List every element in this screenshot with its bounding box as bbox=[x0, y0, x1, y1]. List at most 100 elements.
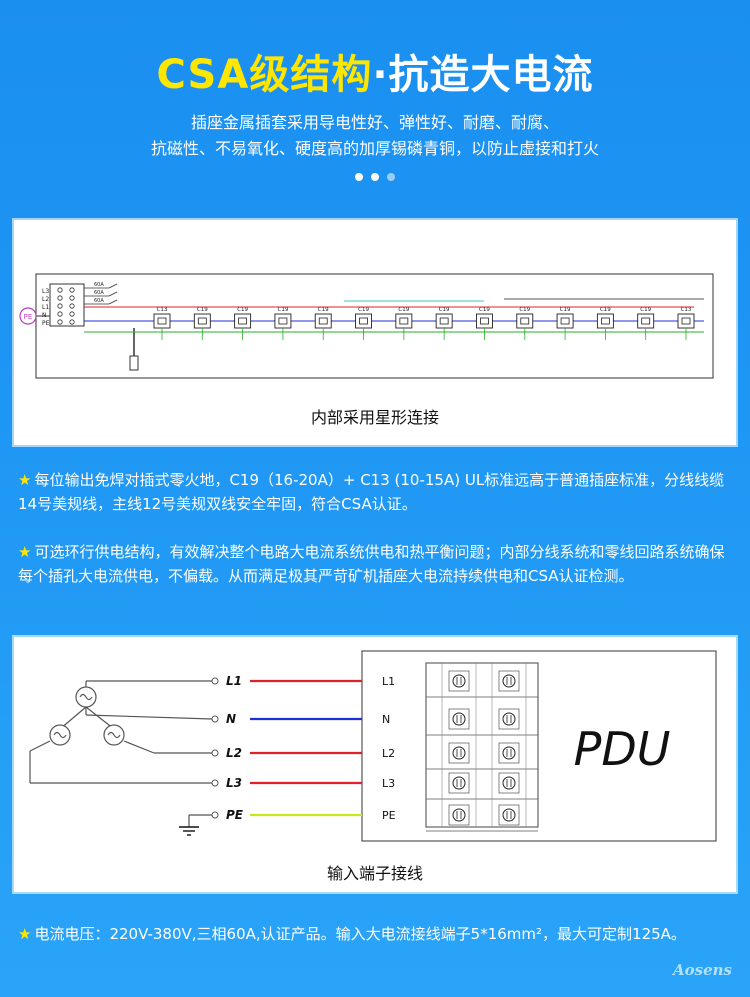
socket-type-label: C19 bbox=[197, 307, 208, 313]
socket-face-icon bbox=[399, 317, 409, 325]
socket-outline bbox=[476, 313, 493, 329]
brand-watermark: Aosens bbox=[673, 961, 732, 979]
terminal-screw-icon bbox=[452, 746, 466, 760]
input-point-icon bbox=[211, 811, 219, 819]
pdu-terminal-label: PE bbox=[382, 809, 396, 822]
input-line-label: L1 bbox=[226, 674, 242, 688]
subtitle-line-1: 插座金属插套采用导电性好、弹性好、耐磨、耐腐、 bbox=[190, 113, 559, 132]
socket-type-label: C19 bbox=[560, 307, 571, 313]
socket-outline bbox=[395, 313, 413, 329]
socket-outline bbox=[355, 313, 372, 329]
terminal-screw-icon bbox=[452, 776, 466, 790]
input-terminal-caption: 输入端子接线 bbox=[326, 864, 423, 883]
pdu-terminal-label: L1 bbox=[382, 675, 395, 688]
terminal-label: L3 bbox=[42, 288, 49, 295]
input-line-label: PE bbox=[226, 808, 244, 822]
socket-type-label: C19 bbox=[600, 307, 611, 313]
socket-type-label: C19 bbox=[519, 307, 530, 313]
socket-type-label: C19 bbox=[278, 307, 289, 313]
input-point-icon bbox=[211, 677, 219, 685]
socket-face-icon bbox=[600, 317, 610, 325]
star-wiring-caption: 内部采用星形连接 bbox=[310, 408, 439, 427]
sine-glyph-icon bbox=[79, 693, 93, 701]
phase-lead bbox=[29, 740, 51, 752]
socket-face-icon bbox=[157, 317, 167, 325]
terminal-screw-icon bbox=[57, 287, 63, 293]
star-icon: ★ bbox=[18, 471, 32, 489]
socket-outline bbox=[234, 313, 252, 329]
input-line-label: N bbox=[226, 712, 236, 726]
terminal-screw-icon bbox=[57, 311, 63, 317]
terminal-block bbox=[49, 283, 85, 327]
pdu-label: PDU bbox=[574, 722, 671, 776]
socket-face-icon bbox=[480, 317, 489, 325]
socket-type-label: C13 bbox=[681, 307, 692, 313]
socket-type-label: C19 bbox=[640, 307, 651, 313]
socket-face-icon bbox=[359, 317, 368, 325]
terminal-screw-icon bbox=[502, 746, 516, 760]
star-icon: ★ bbox=[18, 543, 32, 561]
pdu-box bbox=[361, 650, 717, 842]
note-output-sockets-text: 每位输出免焊对插式零火地，C19（16-20A）+ C13 (10-15A) U… bbox=[18, 471, 725, 513]
socket-face-icon bbox=[560, 317, 570, 325]
terminal-label: L1 bbox=[42, 304, 49, 311]
pdu-enclosure bbox=[35, 273, 714, 379]
socket-outline bbox=[516, 313, 534, 329]
ground-symbol-icon bbox=[179, 826, 199, 836]
ground-stud-icon bbox=[129, 355, 139, 371]
terminal-screw-icon bbox=[502, 808, 516, 822]
three-phase-source bbox=[29, 680, 213, 827]
socket-outline bbox=[677, 313, 695, 329]
pe-label: PE bbox=[24, 313, 33, 321]
socket-type-label: C19 bbox=[237, 307, 248, 313]
socket-face-icon bbox=[641, 317, 651, 325]
pdu-terminal-label: N bbox=[382, 713, 390, 726]
star-icon: ★ bbox=[18, 925, 32, 943]
terminal-screw-icon bbox=[69, 319, 75, 325]
neutral-lead bbox=[85, 714, 213, 720]
terminal-label: N bbox=[42, 312, 47, 319]
terminal-screw-icon bbox=[57, 295, 63, 301]
pager-dot bbox=[387, 173, 395, 181]
terminal-screw-icon bbox=[69, 287, 75, 293]
input-line-label: L3 bbox=[226, 776, 242, 790]
terminal-screw-icon bbox=[69, 295, 75, 301]
input-point-icon bbox=[211, 779, 219, 787]
terminal-strip bbox=[425, 662, 539, 828]
socket-face-icon bbox=[520, 317, 530, 325]
phase-lead bbox=[123, 740, 155, 754]
pdu-terminal-label: L3 bbox=[382, 777, 395, 790]
pager-dots bbox=[0, 166, 750, 185]
terminal-label: L2 bbox=[42, 296, 49, 303]
terminal-screw-icon bbox=[452, 712, 466, 726]
socket-outline bbox=[274, 313, 292, 329]
socket-type-label: C19 bbox=[479, 307, 490, 313]
sine-glyph-icon bbox=[53, 731, 67, 739]
subtitle-line-2: 抗磁性、不易氧化、硬度高的加厚锡磷青铜，以防止虚接和打火 bbox=[150, 139, 599, 158]
terminal-screw-icon bbox=[502, 712, 516, 726]
pager-dot bbox=[371, 173, 379, 181]
terminal-screws bbox=[426, 663, 538, 832]
input-point-icon bbox=[211, 715, 219, 723]
breaker-label: 60A bbox=[94, 290, 104, 296]
breaker-label: 60A bbox=[94, 298, 104, 304]
subtitle: 插座金属插套采用导电性好、弹性好、耐磨、耐腐、 抗磁性、不易氧化、硬度高的加厚锡… bbox=[0, 110, 750, 162]
terminal-label: PE bbox=[42, 320, 50, 327]
terminal-screw-icon bbox=[452, 808, 466, 822]
wiring-static: PE bbox=[19, 283, 139, 371]
pdu-terminal-label: L2 bbox=[382, 747, 395, 760]
terminal-screw-icon bbox=[57, 319, 63, 325]
note-ring-power-text: 可选环行供电结构，有效解决整个电路大电流系统供电和热平衡问题；内部分线系统和零线… bbox=[18, 543, 725, 585]
pager-dot bbox=[355, 173, 363, 181]
star-leg bbox=[85, 706, 115, 730]
socket-type-label: C19 bbox=[439, 307, 450, 313]
breaker-switch-icon bbox=[108, 291, 118, 297]
note-output-sockets: ★每位输出免焊对插式零火地，C19（16-20A）+ C13 (10-15A) … bbox=[18, 468, 730, 516]
